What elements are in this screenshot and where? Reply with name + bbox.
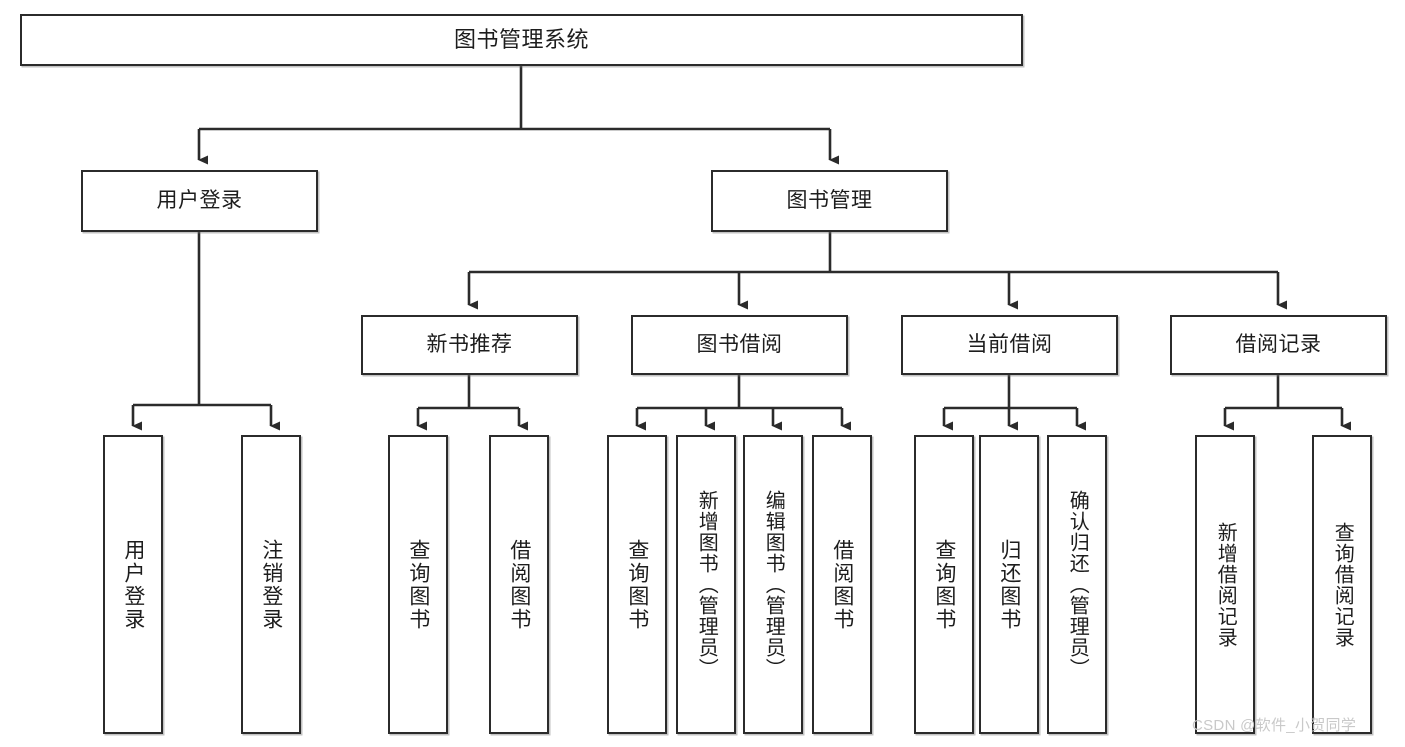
node-label: 新书推荐 bbox=[426, 333, 513, 357]
node-label: 用户登录 bbox=[121, 538, 145, 631]
node-label: 新增图书（管理员） bbox=[695, 490, 718, 679]
node-current-borrow[interactable]: 当前借阅 bbox=[901, 315, 1118, 375]
node-leaf-logout-login[interactable]: 注销登录 bbox=[241, 435, 301, 734]
node-label: 查询图书 bbox=[932, 538, 956, 631]
node-label: 图书管理 bbox=[786, 189, 873, 213]
node-label: 查询借阅记录 bbox=[1331, 521, 1354, 648]
node-leaf-query-book-recommend[interactable]: 查询图书 bbox=[388, 435, 448, 734]
node-leaf-query-borrow-record[interactable]: 查询借阅记录 bbox=[1312, 435, 1372, 734]
node-label: 新增借阅记录 bbox=[1214, 521, 1237, 648]
node-leaf-borrow-book-recommend[interactable]: 借阅图书 bbox=[489, 435, 549, 734]
edges-new-book-recommend-to-leaves bbox=[416, 375, 528, 431]
edges-book-borrow-to-leaves bbox=[635, 375, 851, 431]
node-leaf-add-book-admin[interactable]: 新增图书（管理员） bbox=[676, 435, 736, 734]
edges-book-management-to-level3 bbox=[467, 232, 1287, 310]
node-label: 归还图书 bbox=[997, 538, 1021, 631]
node-label: 注销登录 bbox=[259, 538, 283, 631]
node-label: 查询图书 bbox=[625, 538, 649, 631]
node-label: 查询图书 bbox=[406, 538, 430, 631]
node-root-book-management-system[interactable]: 图书管理系统 bbox=[20, 14, 1023, 66]
node-book-management[interactable]: 图书管理 bbox=[711, 170, 948, 232]
node-label: 借阅图书 bbox=[507, 538, 531, 631]
node-label: 图书管理系统 bbox=[453, 26, 589, 52]
node-label: 编辑图书（管理员） bbox=[762, 490, 785, 679]
edges-current-borrow-to-leaves bbox=[942, 375, 1086, 431]
edges-borrow-record-to-leaves bbox=[1223, 375, 1351, 431]
node-leaf-add-borrow-record[interactable]: 新增借阅记录 bbox=[1195, 435, 1255, 734]
node-leaf-borrow-book-borrow[interactable]: 借阅图书 bbox=[812, 435, 872, 734]
node-label: 确认归还（管理员） bbox=[1066, 490, 1089, 679]
node-label: 当前借阅 bbox=[966, 333, 1053, 357]
node-leaf-return-book[interactable]: 归还图书 bbox=[979, 435, 1039, 734]
node-leaf-edit-book-admin[interactable]: 编辑图书（管理员） bbox=[743, 435, 803, 734]
node-leaf-confirm-return-admin[interactable]: 确认归还（管理员） bbox=[1047, 435, 1107, 734]
node-label: 借阅记录 bbox=[1235, 333, 1322, 357]
node-user-login[interactable]: 用户登录 bbox=[81, 170, 318, 232]
node-new-book-recommend[interactable]: 新书推荐 bbox=[361, 315, 578, 375]
node-label: 借阅图书 bbox=[830, 538, 854, 631]
edges-root-to-level2 bbox=[197, 66, 839, 165]
node-label: 图书借阅 bbox=[696, 333, 783, 357]
node-leaf-query-book-borrow[interactable]: 查询图书 bbox=[607, 435, 667, 734]
node-leaf-user-login[interactable]: 用户登录 bbox=[103, 435, 163, 734]
node-book-borrow[interactable]: 图书借阅 bbox=[631, 315, 848, 375]
node-borrow-record[interactable]: 借阅记录 bbox=[1170, 315, 1387, 375]
node-leaf-query-book-current[interactable]: 查询图书 bbox=[914, 435, 974, 734]
watermark-text: CSDN @软件_小贺同学 bbox=[1192, 717, 1357, 734]
edges-user-login-to-leaves bbox=[131, 232, 280, 431]
node-label: 用户登录 bbox=[156, 189, 243, 213]
